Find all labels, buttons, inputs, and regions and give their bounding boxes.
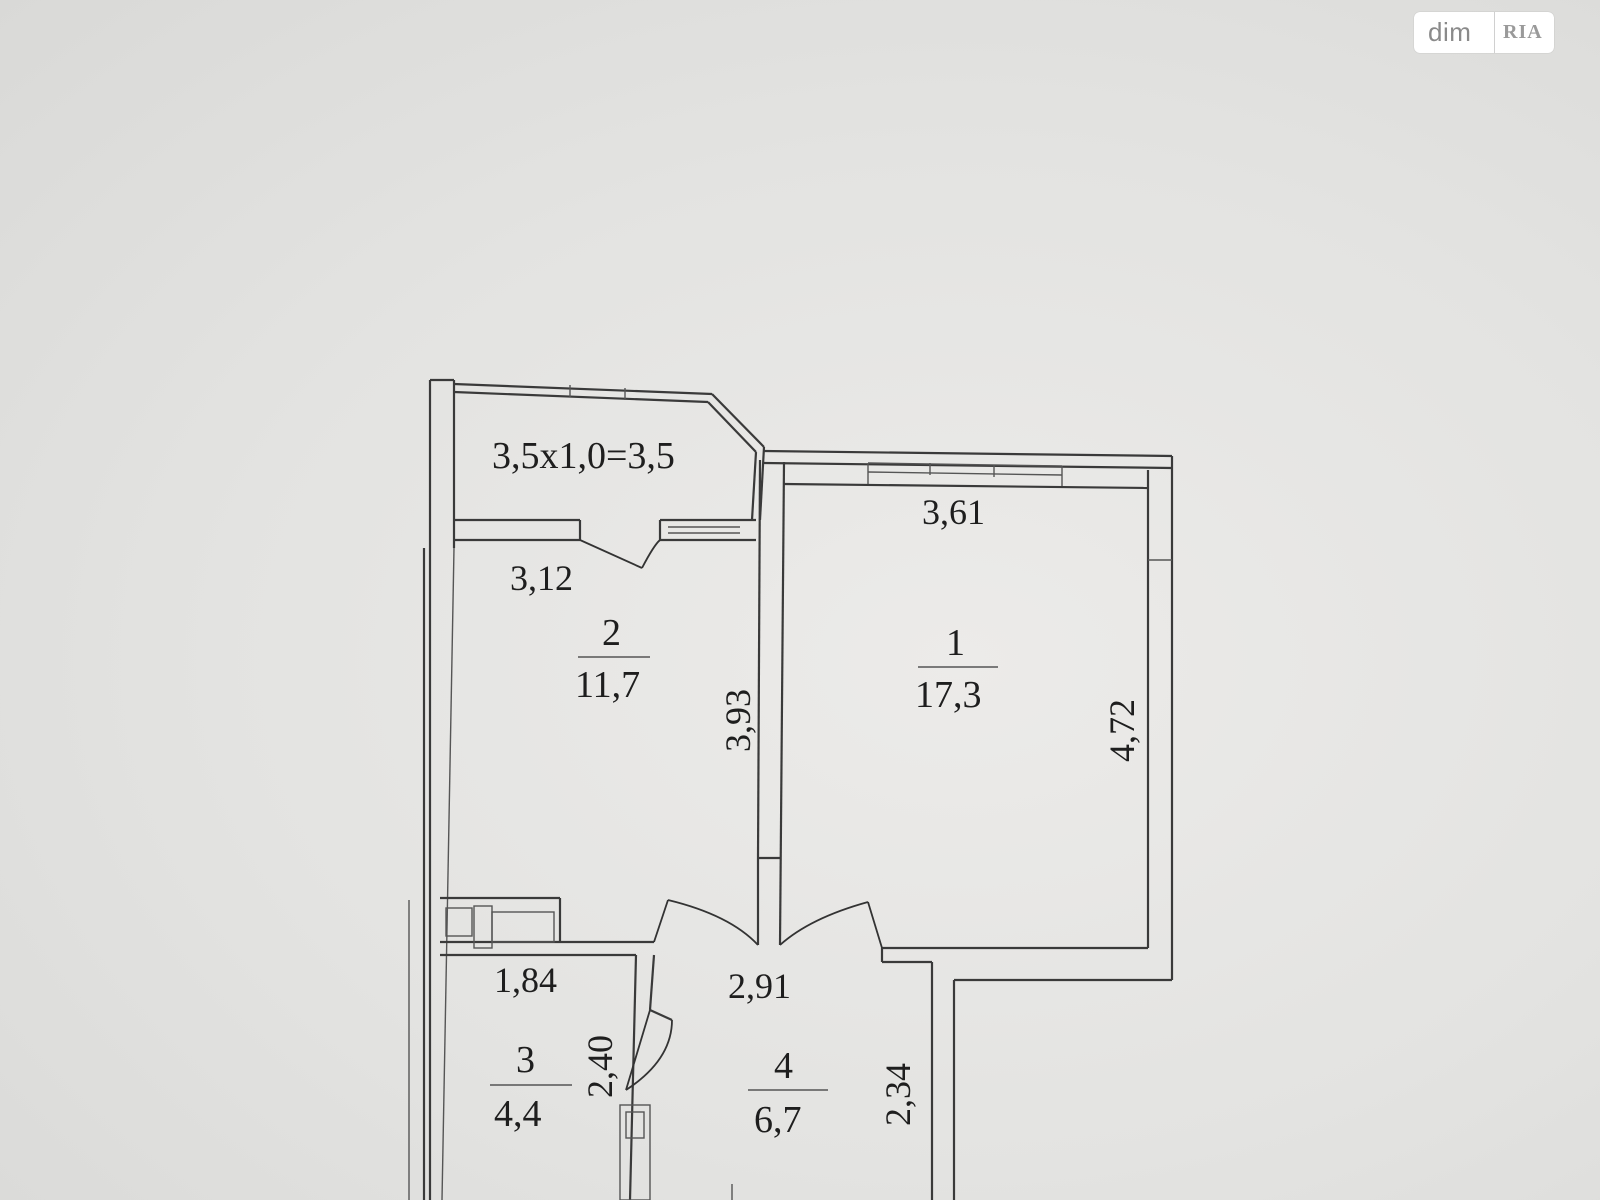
room2-bottom-wall [440,896,883,957]
room4-height-label: 2,34 [878,1063,918,1126]
room2-area: 11,7 [575,664,640,706]
room3-height-label: 2,40 [580,1035,620,1098]
room3-room4-wall [619,954,673,1200]
room1-area: 17,3 [915,674,982,716]
room3-number: 3 [516,1039,535,1081]
room4-width-label: 2,91 [728,966,791,1006]
watermark-divider [1494,12,1495,53]
room2-width-label: 3,12 [510,558,573,598]
room2-number: 2 [602,612,621,654]
room3-area: 4,4 [494,1093,542,1135]
left-wall [408,378,456,1200]
room4-number: 4 [774,1045,793,1087]
room2-height-label: 3,93 [718,689,758,752]
balcony-formula-label: 3,5x1,0=3,5 [492,435,675,477]
room1-height-label: 4,72 [1102,699,1142,762]
room1-width-label: 3,61 [922,492,985,532]
room1-number: 1 [946,622,965,664]
balcony [453,382,766,569]
dimria-watermark: dim RIA [1414,12,1554,53]
right-wall [880,456,1174,1200]
watermark-brand-dim: dim [1428,17,1472,47]
partition-wall [756,459,786,946]
room4-area: 6,7 [754,1099,802,1141]
room3-width-label: 1,84 [494,960,557,1000]
room1-top-wall [763,449,1173,490]
watermark-brand-ria: RIA [1503,21,1543,43]
